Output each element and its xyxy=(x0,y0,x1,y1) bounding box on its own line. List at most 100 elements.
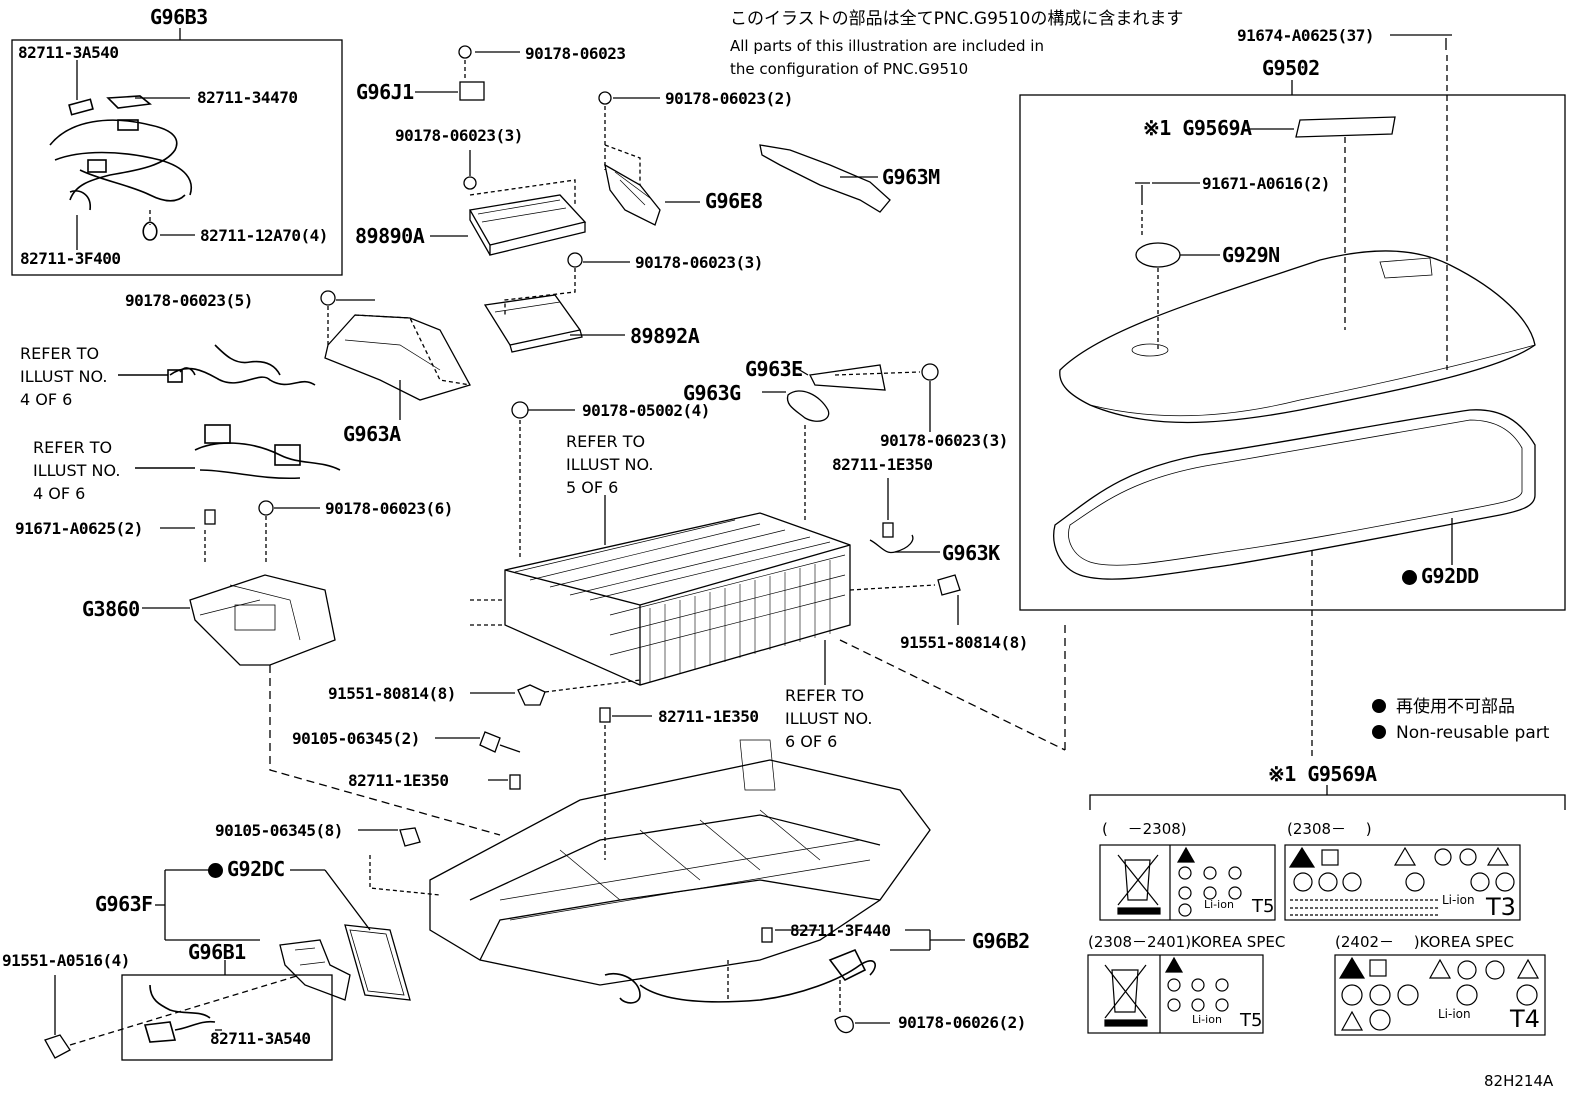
refer-line: 5 OF 6 xyxy=(566,478,619,497)
label-1-li-ion: Li-ion xyxy=(1204,898,1234,911)
battery-tray xyxy=(429,739,931,986)
label-1-code: T5 xyxy=(1252,896,1275,917)
label-2-li-ion: Li-ion xyxy=(1442,893,1475,907)
refer-line: REFER TO xyxy=(785,686,865,705)
non-reusable-dot xyxy=(208,863,223,878)
harness-ref-4of6-b xyxy=(135,424,341,480)
refer-line: ILLUST NO. xyxy=(785,709,873,728)
harness-g96b3 xyxy=(49,95,192,241)
callout-g963a[interactable]: G963A xyxy=(343,422,401,446)
callout-82711-34470[interactable]: 82711-34470 xyxy=(197,88,298,107)
warning-label-2 xyxy=(1284,844,1521,921)
label-3-li-ion: Li-ion xyxy=(1192,1013,1222,1026)
refer-line: 4 OF 6 xyxy=(20,390,73,409)
callout-90178-06023-3-b[interactable]: 90178-06023(3) xyxy=(635,253,763,272)
callout-91671-a0616-2[interactable]: 91671-A0616(2) xyxy=(1202,174,1330,193)
callout-g92dc-text: G92DC xyxy=(227,857,285,881)
legend-dot xyxy=(1372,699,1386,713)
callout-91551-a0516-4[interactable]: 91551-A0516(4) xyxy=(2,951,130,970)
legend-en: Non-reusable part xyxy=(1372,724,1549,742)
callout-82711-1e350-c[interactable]: 82711-1E350 xyxy=(348,771,449,790)
bracket-g96e8 xyxy=(604,144,700,226)
refer-note-6of6[interactable]: REFER TO ILLUST NO. 6 OF 6 xyxy=(785,684,872,753)
g96b1-frame xyxy=(121,974,333,1061)
clip-g96j1 xyxy=(415,45,520,101)
callout-90105-06345-2[interactable]: 90105-06345(2) xyxy=(292,729,420,748)
refer-line: ILLUST NO. xyxy=(33,461,121,480)
callout-89890a[interactable]: 89890A xyxy=(355,224,425,248)
warning-label-3 xyxy=(1087,954,1264,1034)
callout-90178-06026-2[interactable]: 90178-06026(2) xyxy=(898,1013,1026,1032)
illustration-id: 82H214A xyxy=(1484,1072,1554,1090)
callout-g96j1[interactable]: G96J1 xyxy=(356,80,414,104)
label-4-header: (2402－ )KOREA SPEC xyxy=(1335,933,1514,951)
callout-82711-1e350-a[interactable]: 82711-1E350 xyxy=(832,455,933,474)
callout-91674-a0625-37[interactable]: 91674-A0625(37) xyxy=(1237,26,1375,45)
notice-jp: このイラストの部品は全てPNC.G9510の構成に含まれます xyxy=(730,9,1184,29)
callout-90105-06345-8[interactable]: 90105-06345(8) xyxy=(215,821,343,840)
refer-line: REFER TO xyxy=(33,438,113,457)
refer-note-5of6[interactable]: REFER TO ILLUST NO. 5 OF 6 xyxy=(566,430,653,499)
callout-g96b1[interactable]: G96B1 xyxy=(188,940,246,964)
battery-cover xyxy=(1059,250,1536,424)
callout-90178-06023-3-a[interactable]: 90178-06023(3) xyxy=(395,126,523,145)
callout-90178-06023-5[interactable]: 90178-06023(5) xyxy=(125,291,253,310)
callout-90178-06023-6[interactable]: 90178-06023(6) xyxy=(325,499,453,518)
callout-g9569a-top[interactable]: ※1 G9569A xyxy=(1143,116,1252,140)
callout-82711-3f440[interactable]: 82711-3F440 xyxy=(790,921,891,940)
callout-82711-3f400[interactable]: 82711-3F400 xyxy=(20,249,121,268)
callout-82711-3a540-top[interactable]: 82711-3A540 xyxy=(18,43,119,62)
callout-90178-06023-3-c[interactable]: 90178-06023(3) xyxy=(880,431,1008,450)
label-4-li-ion: Li-ion xyxy=(1438,1007,1471,1021)
callout-g92dd-text: G92DD xyxy=(1421,564,1479,588)
callout-91671-a0625-2[interactable]: 91671-A0625(2) xyxy=(15,519,143,538)
warning-label-4 xyxy=(1334,954,1546,1036)
callout-82711-1e350-b[interactable]: 82711-1E350 xyxy=(658,707,759,726)
callout-g929n[interactable]: G929N xyxy=(1222,243,1280,267)
label-1-header: ( －2308) xyxy=(1102,820,1187,838)
part-89892a xyxy=(483,294,625,353)
callout-g963f[interactable]: G963F xyxy=(95,892,153,916)
callout-g9502[interactable]: G9502 xyxy=(1262,56,1320,80)
bolt-91551-80814-left xyxy=(470,679,641,706)
callout-g96b3[interactable]: G96B3 xyxy=(150,5,208,29)
callout-g963k[interactable]: G963K xyxy=(942,541,1000,565)
callout-91551-80814-right[interactable]: 91551-80814(8) xyxy=(900,633,1028,652)
callout-82711-3a540-bottom[interactable]: 82711-3A540 xyxy=(210,1029,311,1048)
callout-g963m[interactable]: G963M xyxy=(882,165,940,189)
non-reusable-dot xyxy=(1402,570,1417,585)
g96b3-frame xyxy=(11,39,343,276)
legend-en-text: Non-reusable part xyxy=(1396,723,1550,743)
callout-90178-05002-4[interactable]: 90178-05002(4) xyxy=(582,401,710,420)
callout-g963g[interactable]: G963G xyxy=(683,381,741,405)
legend-jp: 再使用不可部品 xyxy=(1372,698,1515,716)
harness-g96b2 xyxy=(604,948,876,1004)
callout-g963e[interactable]: G963E xyxy=(745,357,803,381)
callout-g96b2[interactable]: G96B2 xyxy=(972,929,1030,953)
refer-line: REFER TO xyxy=(20,344,100,363)
refer-line: 6 OF 6 xyxy=(785,732,838,751)
refer-note-4of6-b[interactable]: REFER TO ILLUST NO. 4 OF 6 xyxy=(33,436,120,505)
refer-note-4of6-a[interactable]: REFER TO ILLUST NO. 4 OF 6 xyxy=(20,342,107,411)
callout-g3860[interactable]: G3860 xyxy=(82,597,140,621)
callout-91551-80814-left[interactable]: 91551-80814(8) xyxy=(328,684,456,703)
junction-block-g3860 xyxy=(142,574,336,666)
callout-90178-06023-2[interactable]: 90178-06023(2) xyxy=(665,89,793,108)
gasket-g92dc xyxy=(344,924,411,1001)
label-4-code: T4 xyxy=(1510,1005,1540,1033)
notice-en-line1: All parts of this illustration are inclu… xyxy=(730,37,1044,55)
label-2-header: (2308－ ) xyxy=(1287,820,1372,838)
legend-jp-text: 再使用不可部品 xyxy=(1396,697,1515,717)
callout-82711-12a70[interactable]: 82711-12A70(4) xyxy=(200,226,328,245)
callout-89892a[interactable]: 89892A xyxy=(630,324,700,348)
callout-g92dd[interactable]: G92DD xyxy=(1402,565,1479,587)
label-3-code: T5 xyxy=(1240,1010,1263,1031)
callout-90178-06023[interactable]: 90178-06023 xyxy=(525,44,626,63)
ecu-89890a xyxy=(430,179,587,256)
labels-section-title[interactable]: ※1 G9569A xyxy=(1268,762,1377,786)
connector-g96b1 xyxy=(279,939,351,1001)
callout-g96e8[interactable]: G96E8 xyxy=(705,189,763,213)
refer-line: 4 OF 6 xyxy=(33,484,86,503)
callout-g92dc[interactable]: G92DC xyxy=(208,858,285,880)
